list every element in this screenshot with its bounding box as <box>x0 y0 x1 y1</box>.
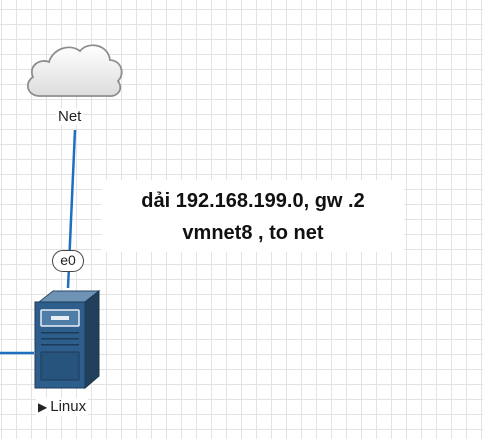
linux-label-text: Linux <box>50 398 87 415</box>
server-node-linux[interactable] <box>33 289 101 390</box>
note-line-2: vmnet8 , to net <box>182 222 324 244</box>
linux-label: ▶Linux <box>36 398 89 416</box>
cloud-node-net[interactable] <box>22 38 126 102</box>
node-status-icon: ▶ <box>38 400 48 414</box>
interface-label-e0: e0 <box>52 250 84 272</box>
server-icon <box>34 289 101 390</box>
note-line-1: dải 192.168.199.0, gw .2 <box>141 190 365 212</box>
cloud-icon <box>26 44 123 97</box>
net-label: Net <box>56 108 84 125</box>
text-annotation[interactable]: dải 192.168.199.0, gw .2 vmnet8 , to net <box>102 180 404 252</box>
